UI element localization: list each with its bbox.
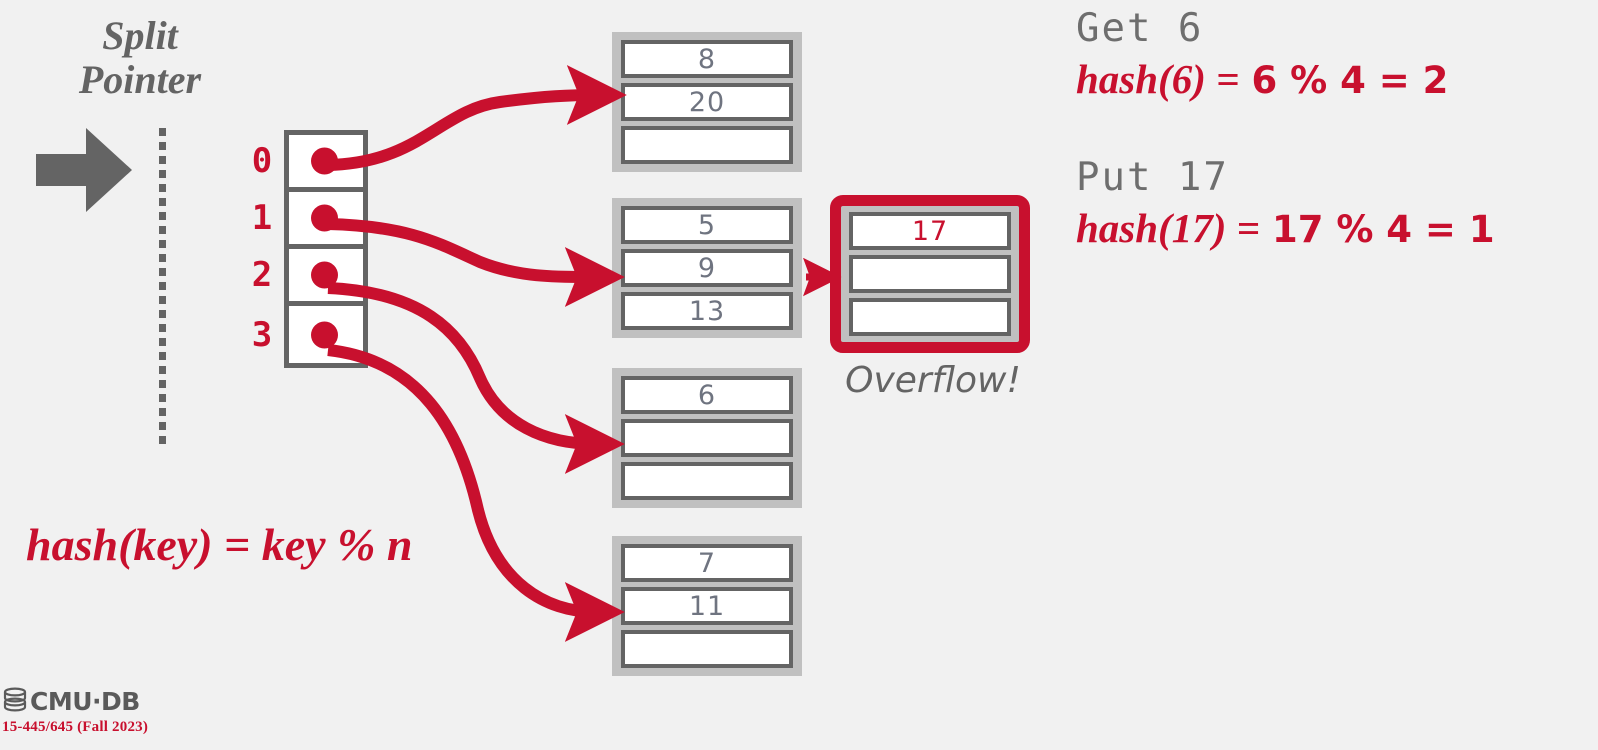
bucket-slot	[621, 126, 793, 164]
arrow-slot0-to-bucket0	[327, 65, 627, 171]
bucket-slot	[621, 462, 793, 500]
arrow-slot3-to-bucket3	[327, 344, 625, 642]
bucket-slot: 13	[621, 292, 793, 330]
bucket-slot	[621, 419, 793, 457]
directory-slot-index: 1	[251, 198, 273, 238]
hash-formula: hash(key) = key % n	[26, 519, 413, 570]
operation-put: Put 17 hash(17) = 17 % 4 = 1	[1076, 155, 1495, 252]
bucket-slot: 7	[621, 544, 793, 582]
operation-hash-fn: hash(6) =	[1076, 56, 1240, 102]
footer: CMU·DB 15-445/645 (Fall 2023)	[2, 686, 148, 736]
operation-command: Get 6	[1076, 6, 1204, 51]
right-block-arrow-icon	[36, 128, 132, 212]
overflow-slot	[849, 255, 1011, 293]
bucket-slot: 6	[621, 376, 793, 414]
directory-slot-index: 3	[251, 314, 273, 355]
database-cylinder-icon	[2, 686, 28, 717]
directory-slot[interactable]: 1	[252, 192, 363, 249]
course-label: 15-445/645 (Fall 2023)	[2, 719, 149, 735]
cmu-db-logo: CMU·DB	[2, 686, 148, 717]
bucket-0: 8 20	[612, 32, 802, 172]
operation-hash-expr: 17 % 4 = 1	[1271, 208, 1495, 251]
directory-slot[interactable]: 2	[252, 249, 363, 306]
bucket-slot	[621, 630, 793, 668]
arrow-slot2-to-bucket2	[327, 282, 625, 474]
red-dot-icon	[311, 321, 338, 348]
overflow-label: Overflow!	[845, 360, 1021, 401]
bucket-slot: 11	[621, 587, 793, 625]
bucket-3: 7 11	[612, 536, 802, 676]
bucket-1: 5 9 13	[612, 198, 802, 338]
hash-directory: 0 1 2 3	[252, 130, 368, 368]
directory-slot[interactable]: 3	[252, 306, 363, 363]
bucket-slot: 9	[621, 249, 793, 287]
split-pointer-label: Split Pointer	[78, 13, 202, 102]
red-dot-icon	[311, 147, 338, 175]
bucket-slot: 20	[621, 83, 793, 121]
bucket-slot: 8	[621, 40, 793, 78]
red-dot-icon	[311, 204, 338, 232]
operation-command: Put 17	[1076, 155, 1229, 200]
operation-hash-expr: 6 % 4 = 2	[1251, 59, 1449, 102]
directory-slot-index: 0	[251, 141, 273, 181]
operation-get: Get 6 hash(6) = 6 % 4 = 2	[1076, 6, 1448, 103]
red-dot-icon	[311, 261, 338, 289]
overflow-bucket: 17	[830, 195, 1030, 353]
directory-slot[interactable]: 0	[252, 135, 363, 192]
operation-hash: hash(6) = 6 % 4 = 2	[1076, 55, 1448, 103]
bucket-2: 6	[612, 368, 802, 508]
logo-text: CMU·DB	[30, 687, 140, 716]
overflow-slot	[849, 298, 1011, 336]
overflow-slot: 17	[849, 212, 1011, 250]
directory-slot-index: 2	[251, 255, 273, 295]
bucket-slot: 5	[621, 206, 793, 244]
arrow-slot1-to-bucket1	[327, 218, 625, 308]
operation-hash: hash(17) = 17 % 4 = 1	[1076, 204, 1495, 252]
vertical-dotted-line-icon	[159, 128, 166, 450]
operation-hash-fn: hash(17) =	[1076, 205, 1260, 251]
